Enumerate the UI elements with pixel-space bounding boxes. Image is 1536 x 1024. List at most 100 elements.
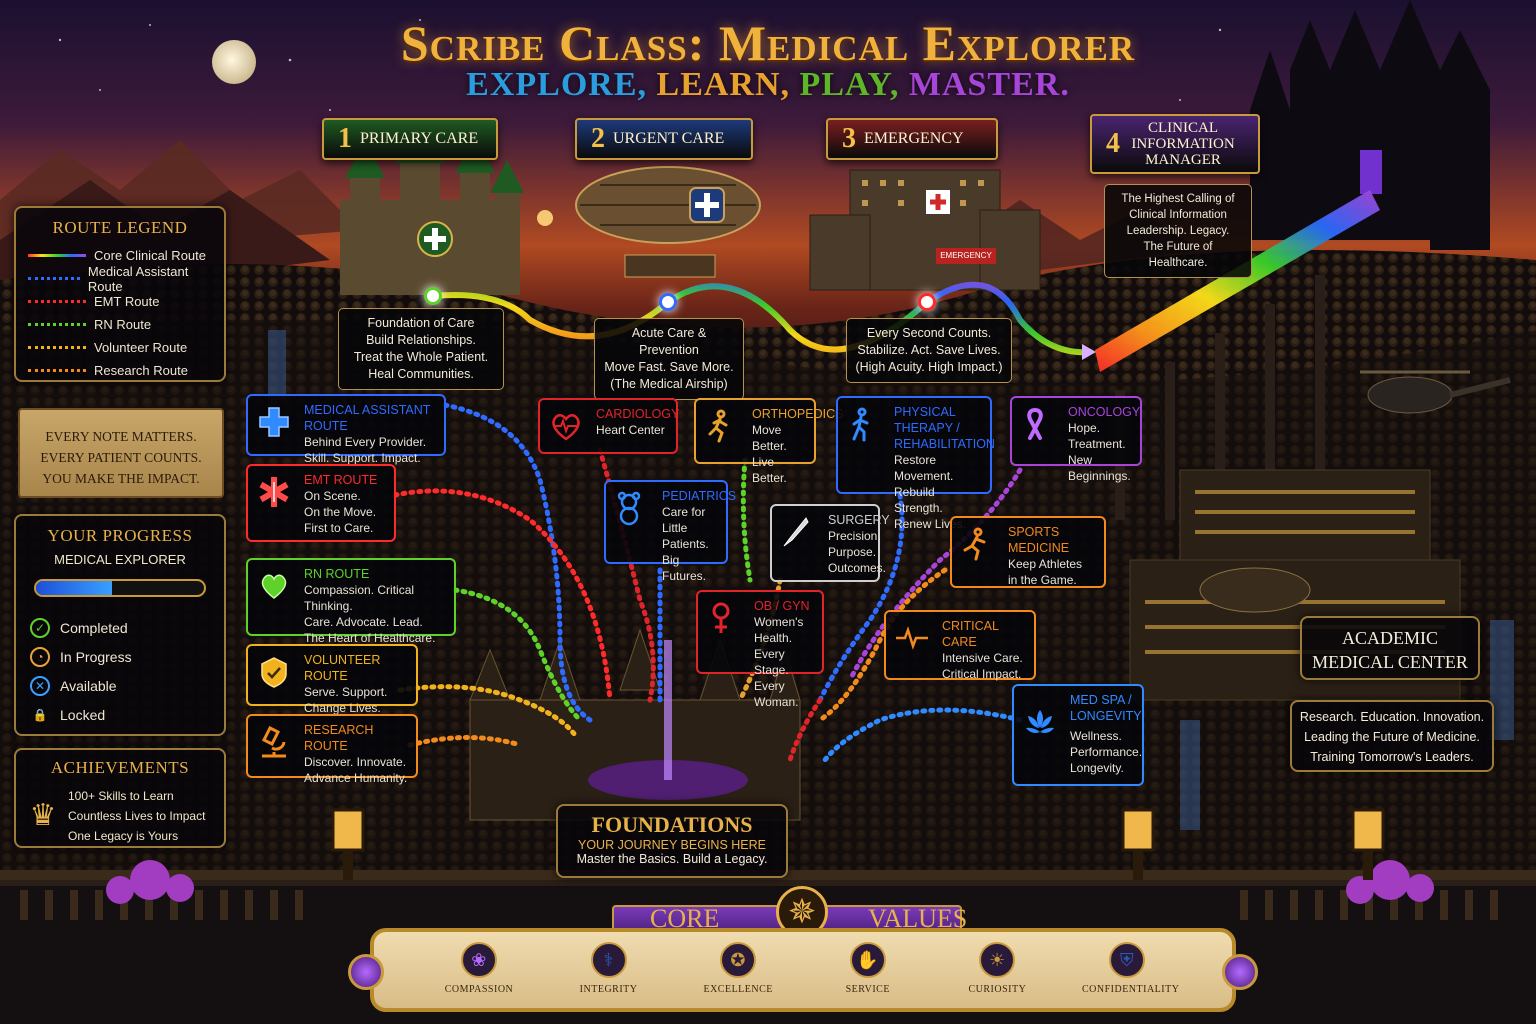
specialty-card-surgery[interactable]: SURGERY Precision. Purpose. Outcomes.	[770, 504, 890, 582]
specialty-card-critical-care[interactable]: CRITICAL CARE Intensive Care. Critical I…	[884, 610, 1036, 681]
specialty-card-cardiology[interactable]: CARDIOLOGY Heart Center	[538, 398, 680, 454]
specialty-line: Live Better.	[752, 455, 787, 485]
legend-swatch	[28, 323, 86, 326]
node-primary-care[interactable]	[424, 287, 442, 305]
specialty-card-orthopedics[interactable]: ORTHOPEDICS Move Better. Live Better.	[694, 398, 844, 485]
legend-item-volunteer[interactable]: Volunteer Route	[28, 336, 212, 359]
specialty-title: ONCOLOGY	[1068, 405, 1141, 419]
lightbulb-icon: ☀	[979, 942, 1016, 978]
value-curiosity[interactable]: ☀CURIOSITY	[952, 942, 1042, 995]
specialty-title: ORTHOPEDICS	[752, 407, 844, 421]
info-line: Treat the Whole Patient.	[353, 350, 489, 364]
info-line: Acute Care & Prevention	[631, 326, 707, 357]
station-primary-care-banner[interactable]: 1 PRIMARY CARE	[322, 118, 498, 160]
microscope-icon	[256, 724, 292, 760]
value-service[interactable]: ✋SERVICE	[823, 942, 913, 995]
specialty-line: in the Game.	[1008, 573, 1077, 587]
legend-label: Volunteer Route	[94, 340, 188, 355]
station-label: CLINICAL INFORMATION MANAGER	[1131, 120, 1235, 168]
info-line: Every Second Counts.	[866, 326, 992, 340]
route-line: Change Lives.	[304, 701, 381, 715]
value-excellence[interactable]: ✪EXCELLENCE	[693, 942, 783, 995]
route-card-medical-assistant[interactable]: MEDICAL ASSISTANT ROUTE Behind Every Pro…	[246, 394, 446, 465]
progress-bar-fill	[36, 581, 112, 595]
specialty-line: Renew Lives.	[894, 517, 967, 531]
station-urgent-care-banner[interactable]: 2 URGENT CARE	[575, 118, 753, 160]
station-number: 3	[842, 123, 856, 154]
specialty-card-sports-medicine[interactable]: SPORTS MEDICINE Keep Athletes in the Gam…	[950, 516, 1106, 588]
foundations-panel[interactable]: FOUNDATIONS YOUR JOURNEY BEGINS HERE Mas…	[556, 804, 788, 878]
specialty-line: Women's Health.	[754, 615, 804, 645]
value-confidentiality[interactable]: ⛨CONFIDENTIALITY	[1081, 942, 1180, 995]
specialty-card-physical-therapy[interactable]: PHYSICAL THERAPY / REHABILITATION Restor…	[836, 396, 995, 531]
foundations-tagline: Master the Basics. Build a Legacy.	[576, 852, 768, 866]
game-title: Scribe Class: Medical Explorer	[400, 15, 1136, 71]
station-clinical-information-manager-banner[interactable]: 4 CLINICAL INFORMATION MANAGER	[1090, 114, 1260, 174]
info-line: Move Fast. Save More.	[604, 360, 734, 374]
route-line: Care. Advocate. Lead.	[304, 615, 423, 629]
female-symbol-icon	[706, 600, 736, 636]
specialty-line: Critical Impact.	[942, 667, 1022, 681]
legend-item-core-clinical[interactable]: Core Clinical Route	[28, 244, 212, 267]
helping-hands-icon	[256, 654, 292, 690]
specialty-card-pediatrics[interactable]: PEDIATRICS Care for Little Patients. Big…	[604, 480, 736, 583]
specialty-line: Care for Little	[662, 505, 706, 535]
star-of-life-icon	[256, 474, 292, 510]
specialty-title: CARDIOLOGY	[596, 407, 680, 421]
walking-person-icon	[846, 406, 876, 442]
academic-line: Leading the Future of Medicine.	[1304, 730, 1480, 744]
specialty-card-med-spa[interactable]: MED SPA / LONGEVITY Wellness. Performanc…	[1012, 684, 1144, 786]
specialty-card-ob-gyn[interactable]: OB / GYN Women's Health. Every Stage. Ev…	[696, 590, 824, 709]
station-label: URGENT CARE	[613, 130, 725, 147]
specialty-line: Heart Center	[596, 423, 665, 437]
station-number: 1	[338, 123, 352, 154]
legend-label: RN Route	[94, 317, 152, 332]
scalpel-icon	[780, 514, 810, 550]
value-compassion[interactable]: ❀COMPASSION	[434, 942, 524, 995]
core-values-list: ❀COMPASSION ⚕INTEGRITY ✪EXCELLENCE ✋SERV…	[374, 932, 1232, 995]
value-label: COMPASSION	[444, 984, 514, 995]
status-available: ✕Available	[30, 671, 210, 700]
achievement-line: Countless Lives to Impact	[68, 809, 206, 823]
route-card-rn[interactable]: RN ROUTE Compassion. Critical Thinking. …	[246, 558, 456, 645]
value-label: CONFIDENTIALITY	[1081, 984, 1180, 995]
academic-title-line: ACADEMIC	[1341, 628, 1438, 648]
specialty-card-oncology[interactable]: ONCOLOGY Hope. Treatment. New Beginnings…	[1010, 396, 1142, 483]
gem-left-icon	[348, 954, 384, 990]
route-arrow-icon	[1082, 344, 1096, 360]
info-line: The Highest Calling of	[1121, 193, 1235, 205]
progress-rank: MEDICAL EXPLORER	[54, 552, 186, 567]
specialty-line: Every Stage.	[754, 647, 789, 677]
route-card-research[interactable]: RESEARCH ROUTE Discover. Innovate. Advan…	[246, 714, 418, 785]
station-emergency-banner[interactable]: 3 EMERGENCY	[826, 118, 998, 160]
node-urgent-care[interactable]	[659, 293, 677, 311]
tagline-play: PLAY,	[799, 66, 900, 103]
academic-medical-center-title[interactable]: ACADEMIC MEDICAL CENTER	[1300, 616, 1480, 680]
route-card-volunteer[interactable]: VOLUNTEER ROUTE Serve. Support. Change L…	[246, 644, 418, 715]
tagline-explore: EXPLORE,	[466, 66, 648, 103]
value-integrity[interactable]: ⚕INTEGRITY	[564, 942, 654, 995]
status-in-progress: ◔In Progress	[30, 642, 210, 671]
gem-right-icon	[1222, 954, 1258, 990]
value-label: INTEGRITY	[579, 984, 638, 995]
teddy-bear-icon	[614, 490, 644, 526]
status-label: Available	[60, 677, 117, 694]
legend-swatch	[28, 369, 86, 372]
route-card-emt[interactable]: EMT ROUTE On Scene. On the Move. First t…	[246, 464, 396, 542]
node-emergency[interactable]	[918, 293, 936, 311]
foundations-subtitle: YOUR JOURNEY BEGINS HERE	[577, 838, 766, 852]
specialty-line: Intensive Care.	[942, 651, 1023, 665]
legend-item-medical-assistant[interactable]: Medical Assistant Route	[28, 264, 212, 294]
value-label: EXCELLENCE	[703, 984, 773, 995]
primary-care-info: Foundation of Care Build Relationships. …	[338, 308, 504, 390]
status-locked: 🔒Locked	[30, 700, 210, 729]
legend-item-rn[interactable]: RN Route	[28, 313, 212, 336]
emergency-info: Every Second Counts. Stabilize. Act. Sav…	[846, 318, 1012, 383]
info-line: Heal Communities.	[368, 367, 474, 381]
motto-line: EVERY PATIENT COUNTS.	[40, 450, 202, 465]
legend-item-research[interactable]: Research Route	[28, 359, 212, 382]
specialty-line: Outcomes.	[828, 561, 887, 575]
station-number: 2	[591, 123, 605, 154]
legend-item-emt[interactable]: EMT Route	[28, 290, 212, 313]
